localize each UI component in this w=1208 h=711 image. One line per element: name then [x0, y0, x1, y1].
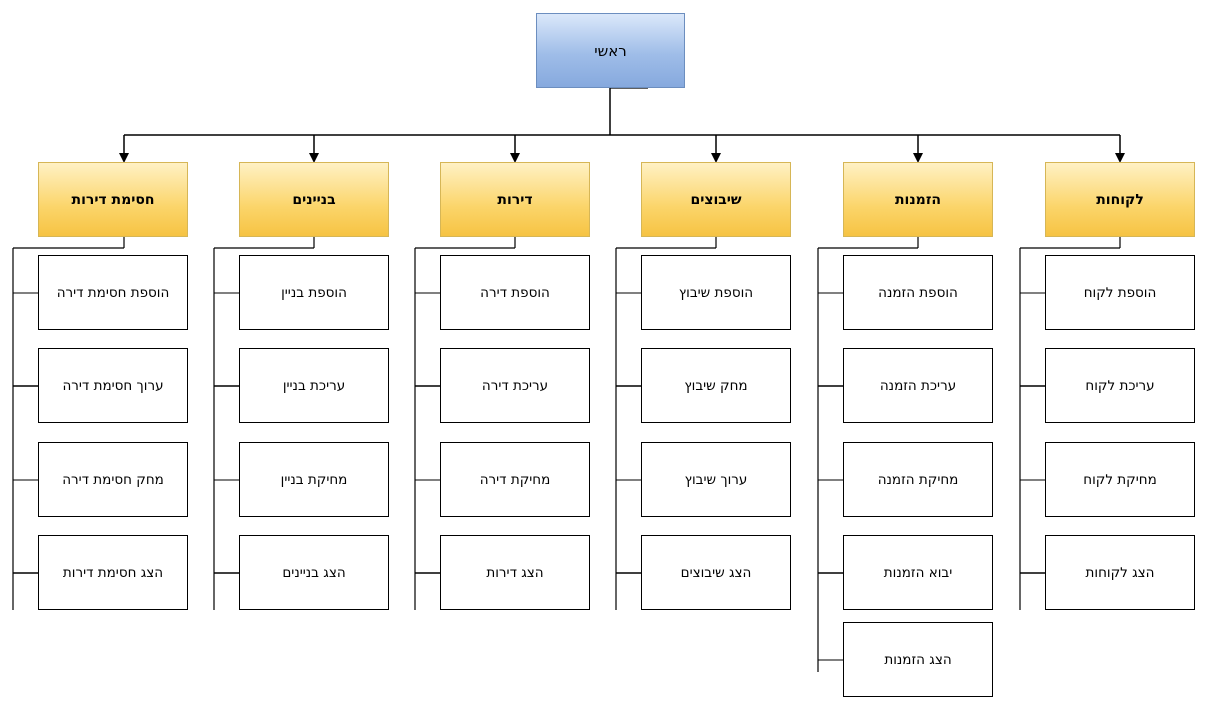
leaf-node: מחיקת בניין	[239, 442, 389, 517]
leaf-node: מחק חסימת דירה	[38, 442, 188, 517]
leaf-node-label: הצג שיבוצים	[680, 564, 752, 581]
leaf-node: עריכת בניין	[239, 348, 389, 423]
leaf-node-label: ערוך שיבוץ	[684, 471, 748, 488]
category-node: הזמנות	[843, 162, 993, 237]
leaf-node-label: ערוך חסימת דירה	[62, 377, 164, 394]
category-node-label: בניינים	[292, 191, 336, 208]
leaf-node: הצג חסימת דירות	[38, 535, 188, 610]
leaf-node-label: הוספת שיבוץ	[678, 284, 754, 301]
category-node: שיבוצים	[641, 162, 791, 237]
leaf-node: מחיקת לקוח	[1045, 442, 1195, 517]
root-node-label: ראשי	[594, 41, 627, 60]
leaf-node: עריכת דירה	[440, 348, 590, 423]
category-node: חסימת דירות	[38, 162, 188, 237]
leaf-node: הצג שיבוצים	[641, 535, 791, 610]
leaf-node-label: הצג הזמנות	[884, 651, 952, 668]
leaf-node: הצג דירות	[440, 535, 590, 610]
category-node-label: שיבוצים	[690, 191, 742, 208]
category-node-label: חסימת דירות	[71, 191, 155, 208]
leaf-node: מחק שיבוץ	[641, 348, 791, 423]
leaf-node-label: הוספת בניין	[281, 284, 347, 301]
leaf-node: עריכת לקוח	[1045, 348, 1195, 423]
leaf-node-label: הוספת לקוח	[1083, 284, 1157, 301]
leaf-node: הצג הזמנות	[843, 622, 993, 697]
leaf-node: ערוך חסימת דירה	[38, 348, 188, 423]
leaf-node: הוספת דירה	[440, 255, 590, 330]
leaf-node: הוספת שיבוץ	[641, 255, 791, 330]
leaf-node-label: הצג לקוחות	[1085, 564, 1155, 581]
leaf-node-label: עריכת בניין	[282, 377, 346, 394]
category-node-label: הזמנות	[894, 191, 942, 208]
leaf-node-label: מחק שיבוץ	[684, 377, 748, 394]
leaf-node: הצג לקוחות	[1045, 535, 1195, 610]
leaf-node: עריכת הזמנה	[843, 348, 993, 423]
leaf-node-label: מחיקת לקוח	[1083, 471, 1157, 488]
leaf-node: מחיקת דירה	[440, 442, 590, 517]
leaf-node: יבוא הזמנות	[843, 535, 993, 610]
category-node: לקוחות	[1045, 162, 1195, 237]
category-node: בניינים	[239, 162, 389, 237]
leaf-node-label: עריכת הזמנה	[879, 377, 957, 394]
root-node: ראשי	[536, 13, 685, 88]
leaf-node: הוספת לקוח	[1045, 255, 1195, 330]
leaf-node-label: יבוא הזמנות	[883, 564, 953, 581]
leaf-node: הוספת בניין	[239, 255, 389, 330]
leaf-node: מחיקת הזמנה	[843, 442, 993, 517]
category-node-label: לקוחות	[1096, 191, 1144, 208]
leaf-node-label: הוספת חסימת דירה	[56, 284, 170, 301]
leaf-node: הוספת הזמנה	[843, 255, 993, 330]
category-node: דירות	[440, 162, 590, 237]
leaf-node: הוספת חסימת דירה	[38, 255, 188, 330]
leaf-node: הצג בניינים	[239, 535, 389, 610]
leaf-node-label: הצג חסימת דירות	[62, 564, 164, 581]
leaf-node-label: הצג דירות	[486, 564, 544, 581]
category-node-label: דירות	[497, 191, 533, 208]
leaf-node-label: עריכת לקוח	[1085, 377, 1155, 394]
leaf-node-label: מחק חסימת דירה	[62, 471, 164, 488]
leaf-node-label: הוספת הזמנה	[878, 284, 958, 301]
leaf-node-label: עריכת דירה	[481, 377, 549, 394]
leaf-node-label: הצג בניינים	[282, 564, 346, 581]
leaf-node-label: מחיקת בניין	[280, 471, 348, 488]
leaf-node-label: מחיקת דירה	[479, 471, 551, 488]
leaf-node: ערוך שיבוץ	[641, 442, 791, 517]
leaf-node-label: הוספת דירה	[480, 284, 550, 301]
leaf-node-label: מחיקת הזמנה	[877, 471, 959, 488]
